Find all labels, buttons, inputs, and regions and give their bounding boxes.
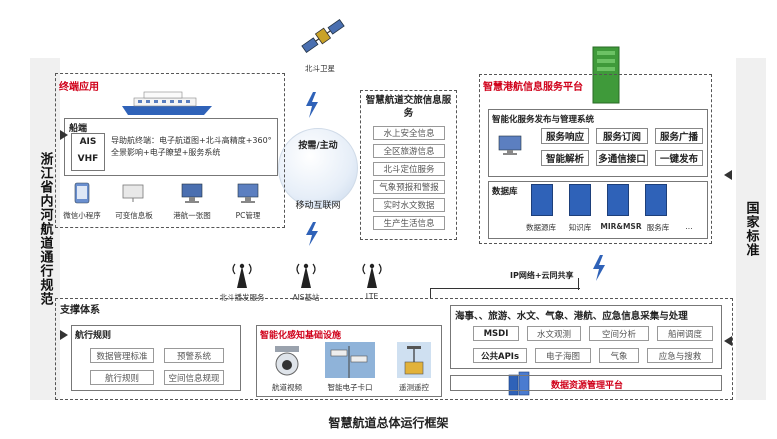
device-label: 可变信息板 bbox=[115, 211, 153, 220]
satellite-label: 北斗卫星 bbox=[305, 64, 335, 73]
support-system-title: 支撑体系 bbox=[60, 305, 100, 316]
device-label: 港航一张图 bbox=[173, 211, 211, 220]
arrow-right-icon bbox=[60, 130, 68, 140]
database-box: 数据库 数据源库 知识库 MIR&MSR 服务库 ... bbox=[488, 181, 708, 239]
resource-platform-bar: 数据资源管理平台 bbox=[450, 375, 722, 391]
info-service-item: 生产生活信息 bbox=[373, 216, 445, 230]
electronic-gate-icon bbox=[325, 342, 375, 378]
arrow-left-icon bbox=[724, 336, 732, 346]
collect-item: 应急与搜救 bbox=[647, 348, 713, 363]
ais-tower-icon bbox=[294, 258, 318, 288]
satellite-icon bbox=[298, 16, 348, 56]
ship-section: 船端 AIS VHF 导助航终端：电子航道图+北斗高精度+360°全景影响+电子… bbox=[64, 118, 278, 176]
rule-item: 航行规则 bbox=[90, 370, 154, 385]
one-click-publish-button[interactable]: 一键发布 bbox=[655, 150, 703, 166]
beidou-tower-icon bbox=[230, 258, 254, 288]
server-icon bbox=[607, 184, 629, 216]
resource-platform-label: 数据资源管理平台 bbox=[551, 381, 624, 391]
sensing-box: 智能化感知基础设施 航道视频 智能电子卡口 遥测遥控 bbox=[256, 325, 442, 397]
ship-terminal-description: 导助航终端：电子航道图+北斗高精度+360°全景影响+电子瞭望+服务系统 bbox=[111, 136, 272, 157]
sensing-label: 智能电子卡口 bbox=[327, 383, 373, 392]
collect-item: 空间分析 bbox=[589, 326, 649, 341]
tower-label: LTE bbox=[365, 292, 379, 301]
server-icon bbox=[531, 184, 553, 216]
db-label: MIR&MSR bbox=[600, 222, 642, 231]
pc-icon bbox=[236, 182, 260, 204]
camera-dome-icon bbox=[271, 344, 303, 376]
db-label: 服务库 bbox=[646, 223, 670, 232]
info-service-item: 气象预报和警报 bbox=[373, 180, 445, 194]
service-subscribe-button[interactable]: 服务订阅 bbox=[596, 128, 648, 144]
multi-interface-button[interactable]: 多通信接口 bbox=[596, 150, 648, 166]
sensing-label: 航道视频 bbox=[272, 383, 302, 392]
collection-box: 海事、、旅游、水文、气象、港航、应急信息采集与处理 MSDI 水文观测 空间分析… bbox=[450, 305, 722, 369]
right-standard-sidebar: 国家标准 bbox=[736, 58, 766, 400]
ip-share-label: IP网络+云同共享 bbox=[510, 271, 574, 280]
info-service-item: 水上安全信息 bbox=[373, 126, 445, 140]
rule-item: 数据管理标准 bbox=[90, 348, 154, 363]
desktop-icon bbox=[497, 134, 525, 156]
network-top-label: 按需/主动 bbox=[298, 141, 338, 151]
tower-label: 北斗播发服务 bbox=[219, 293, 265, 302]
wireless-link-icon bbox=[304, 222, 320, 246]
ship-tags: AIS VHF bbox=[71, 133, 105, 171]
collect-item: MSDI bbox=[473, 326, 519, 341]
framework-title: 智慧航道总体运行框架 bbox=[328, 416, 449, 430]
collect-item: 船闸调度 bbox=[657, 326, 713, 341]
service-system-box: 智能化服务发布与管理系统 服务响应 服务订阅 服务广播 智能解析 多通信接口 一… bbox=[488, 109, 708, 177]
rule-item: 空间信息规现 bbox=[164, 370, 224, 385]
vhf-tag: VHF bbox=[77, 154, 99, 164]
rules-title: 航行规则 bbox=[75, 331, 112, 341]
terminal-app-title: 终端应用 bbox=[59, 82, 99, 93]
db-label: ... bbox=[685, 222, 693, 231]
ship-icon bbox=[120, 90, 216, 116]
collect-item: 水文观测 bbox=[527, 326, 581, 341]
database-title: 数据库 bbox=[492, 187, 518, 197]
connector-line bbox=[430, 288, 580, 298]
device-label: 微信小程序 bbox=[63, 211, 101, 220]
network-globe-icon bbox=[278, 128, 358, 208]
sensing-label: 遥测遥控 bbox=[399, 383, 429, 392]
service-system-title: 智能化服务发布与管理系统 bbox=[492, 115, 595, 125]
arrow-right-icon bbox=[60, 330, 68, 340]
collect-item: 气象 bbox=[599, 348, 639, 363]
smart-parse-button[interactable]: 智能解析 bbox=[541, 150, 589, 166]
info-service-panel: 智慧航道交旅信息服务 水上安全信息 全区旅游信息 北斗定位服务 气象预报和警报 … bbox=[360, 90, 457, 240]
info-service-item: 全区旅游信息 bbox=[373, 144, 445, 158]
info-board-icon bbox=[122, 184, 144, 202]
service-broadcast-button[interactable]: 服务广播 bbox=[655, 128, 703, 144]
ship-section-title: 船端 bbox=[69, 124, 88, 134]
info-service-title: 智慧航道交旅信息服务 bbox=[365, 95, 452, 119]
platform-panel: 智慧港航信息服务平台 智能化服务发布与管理系统 服务响应 服务订阅 服务广播 智… bbox=[479, 74, 712, 244]
network-bottom-label: 移动互联网 bbox=[295, 201, 341, 211]
db-label: 数据源库 bbox=[526, 223, 556, 232]
collect-item: 公共APIs bbox=[473, 348, 527, 363]
support-system-panel: 支撑体系 航行规则 数据管理标准 预警系统 航行规则 空间信息规现 智能化感知基… bbox=[55, 298, 733, 400]
port-map-icon bbox=[180, 182, 204, 204]
platform-server-icon bbox=[591, 45, 621, 105]
collect-item: 电子海图 bbox=[535, 348, 591, 363]
rules-box: 航行规则 数据管理标准 预警系统 航行规则 空间信息规现 bbox=[71, 325, 241, 391]
server-icon bbox=[645, 184, 667, 216]
platform-title: 智慧港航信息服务平台 bbox=[483, 82, 583, 93]
info-service-item: 实时水文数据 bbox=[373, 198, 445, 212]
rule-item: 预警系统 bbox=[164, 348, 224, 363]
mini-program-icon bbox=[74, 182, 90, 204]
connector-line bbox=[578, 278, 579, 290]
terminal-app-panel: 终端应用 船端 AIS VHF 导助航终端：电子航道图+北斗高精度+360°全景… bbox=[55, 73, 285, 228]
device-label: PC管理 bbox=[235, 211, 261, 220]
info-service-item: 北斗定位服务 bbox=[373, 162, 445, 176]
arrow-left-icon bbox=[724, 170, 732, 180]
db-label: 知识库 bbox=[568, 223, 592, 232]
wireless-link-icon bbox=[591, 255, 607, 281]
collection-title: 海事、、旅游、水文、气象、港航、应急信息采集与处理 bbox=[455, 311, 688, 322]
telemetry-icon bbox=[397, 342, 431, 378]
lte-tower-icon bbox=[360, 258, 384, 288]
wireless-link-icon bbox=[304, 92, 320, 118]
server-icon bbox=[569, 184, 591, 216]
service-response-button[interactable]: 服务响应 bbox=[541, 128, 589, 144]
sensing-title: 智能化感知基础设施 bbox=[260, 331, 342, 341]
ais-tag: AIS bbox=[79, 137, 97, 147]
tower-label: AIS基站 bbox=[292, 293, 320, 302]
